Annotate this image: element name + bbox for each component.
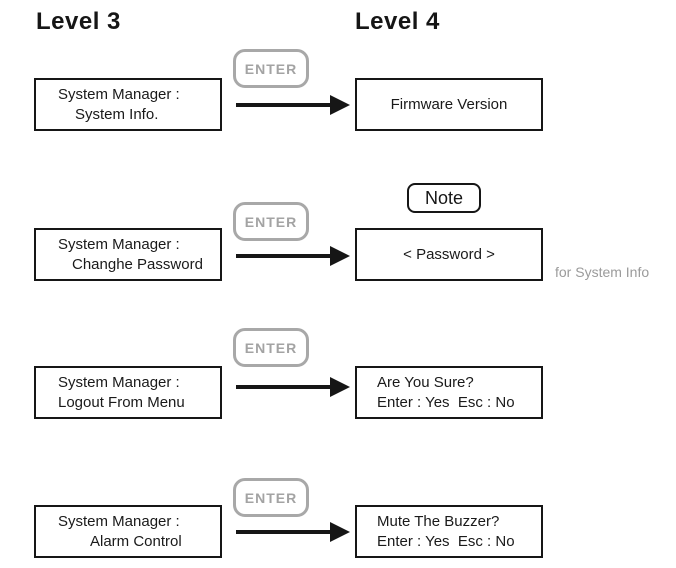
lcd-box-password-prompt: < Password > (355, 228, 543, 281)
arrow-head-icon (330, 521, 350, 542)
arrow-shaft (236, 102, 334, 107)
lcd-line: Are You Sure? (377, 373, 474, 391)
lcd-line: Changhe Password (72, 255, 203, 273)
enter-key-illustration: ENTER (233, 478, 309, 517)
arrow-head-icon (330, 245, 350, 266)
level-4-heading: Level 4 (355, 8, 440, 35)
lcd-box-system-info: System Manager : System Info. (34, 78, 222, 131)
lcd-line: Mute The Buzzer? (377, 512, 500, 530)
lcd-line: < Password > (403, 245, 495, 263)
lcd-box-logout-confirm: Are You Sure? Enter : Yes Esc : No (355, 366, 543, 419)
lcd-box-logout-from-menu: System Manager : Logout From Menu (34, 366, 222, 419)
enter-key-illustration: ENTER (233, 328, 309, 367)
arrow-head-icon (330, 94, 350, 115)
flow-arrow-right (236, 245, 350, 266)
level-3-heading: Level 3 (36, 8, 121, 35)
lcd-line: System Manager : (58, 512, 180, 530)
enter-key-illustration: ENTER (233, 49, 309, 88)
lcd-line: System Manager : (58, 235, 180, 253)
annotation-for-system-info: for System Info (555, 264, 650, 280)
lcd-box-change-password: System Manager : Changhe Password (34, 228, 222, 281)
lcd-line: Enter : Yes Esc : No (377, 393, 515, 411)
lcd-line: System Info. (75, 105, 159, 123)
lcd-line: Firmware Version (390, 95, 508, 113)
note-badge: Note (407, 183, 481, 213)
lcd-line: Alarm Control (90, 532, 182, 550)
lcd-box-alarm-control: System Manager : Alarm Control (34, 505, 222, 558)
arrow-shaft (236, 529, 334, 534)
lcd-box-firmware-version: Firmware Version (355, 78, 543, 131)
arrow-shaft (236, 253, 334, 258)
flow-arrow-right (236, 94, 350, 115)
lcd-line: Enter : Yes Esc : No (377, 532, 515, 550)
lcd-line: System Manager : (58, 85, 180, 103)
arrow-head-icon (330, 376, 350, 397)
enter-key-illustration: ENTER (233, 202, 309, 241)
flow-arrow-right (236, 376, 350, 397)
flow-arrow-right (236, 521, 350, 542)
lcd-line: System Manager : (58, 373, 180, 391)
arrow-shaft (236, 384, 334, 389)
lcd-line: Logout From Menu (58, 393, 185, 411)
lcd-box-mute-buzzer: Mute The Buzzer? Enter : Yes Esc : No (355, 505, 543, 558)
